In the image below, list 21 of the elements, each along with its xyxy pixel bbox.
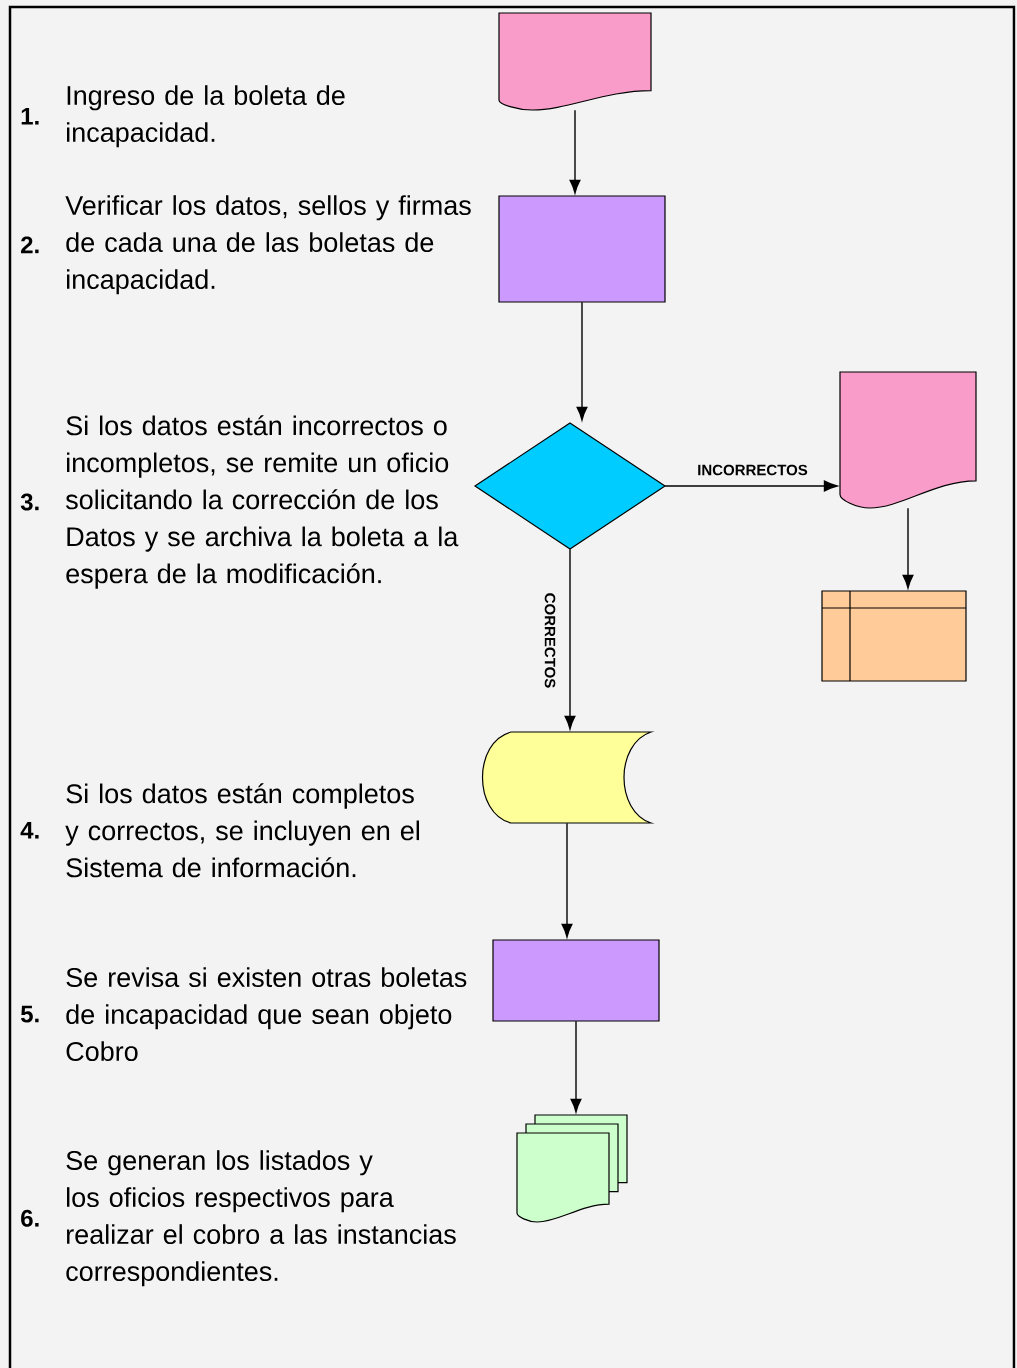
step-number: 1. (21, 108, 39, 125)
arrow (664, 480, 838, 492)
arrow (564, 548, 576, 730)
step-number: 2. (21, 236, 39, 254)
arrow (576, 301, 588, 421)
document-shape (498, 12, 652, 111)
document-shape (839, 371, 977, 509)
arrow (902, 507, 914, 589)
step-text: Ingreso de la boleta de incapacidad. (67, 85, 345, 148)
step-number: 6. (21, 1209, 39, 1227)
arrow (561, 822, 573, 938)
storage-table-shape (821, 590, 967, 682)
process-box (498, 195, 666, 303)
arrow (569, 109, 581, 194)
step-number: 5. (20, 1005, 39, 1023)
process-box (492, 939, 660, 1022)
multi-document-shape (516, 1114, 628, 1223)
arrow (570, 1020, 582, 1113)
step-text: Si los datos están completos y correctos, se incluyen en el Sistema de información. (65, 783, 419, 878)
step-number: 4. (20, 822, 39, 839)
step-number: 3. (20, 493, 39, 511)
